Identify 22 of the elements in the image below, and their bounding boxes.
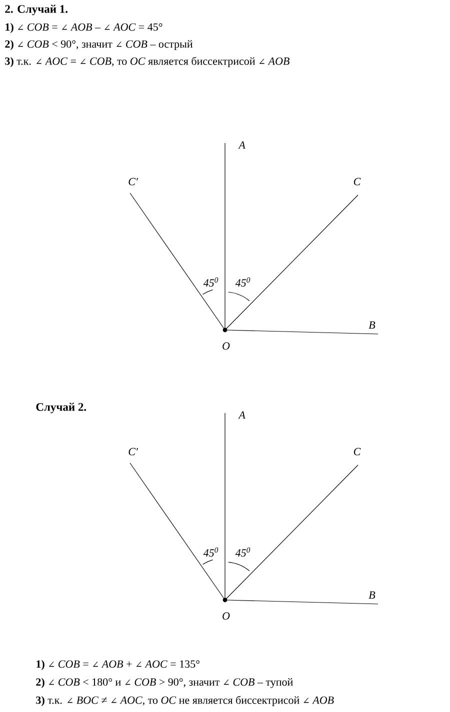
heading: 2. Случай 1. [5,4,68,16]
angle-label: 45$^{0}$ [235,547,250,557]
statement: 2) ∠ COB < 90°, значит ∠ COB – острый [5,40,193,50]
point-label: A [238,141,246,149]
point-label: O [222,612,230,620]
point-label: B [368,591,376,599]
angle-label: 45$^{0}$ [203,547,218,557]
point-label: C [354,448,361,456]
statement: 1) ∠ COB = ∠ AOB – ∠ AOC = 45° [6,23,162,33]
angle-label: 45$^{0}$ [203,277,218,287]
point-label: B [368,321,376,329]
angle-label: 45$^{0}$ [235,277,250,287]
statement: 1) ∠ COB = ∠ AOB + ∠ AOC = 135° [36,660,200,670]
point-label: C [354,178,361,186]
point-label: C′ [128,178,138,186]
point-label: O [222,342,230,350]
heading: Случай 2. [36,402,86,414]
point-label: C′ [128,448,138,456]
point-label: A [238,411,246,419]
statement: 3) т.к. ∠ AOC = ∠ COB, то OC является биссектрисой ∠ AOB [5,56,290,68]
statement: 3) т.к. ∠ BOC ≠ ∠ AOC, то OC не является биссектрисой ∠ AOB [36,696,334,706]
statement: 2) ∠ COB < 180° и ∠ COB > 90°, значит ∠ COB – тупой [36,678,293,688]
